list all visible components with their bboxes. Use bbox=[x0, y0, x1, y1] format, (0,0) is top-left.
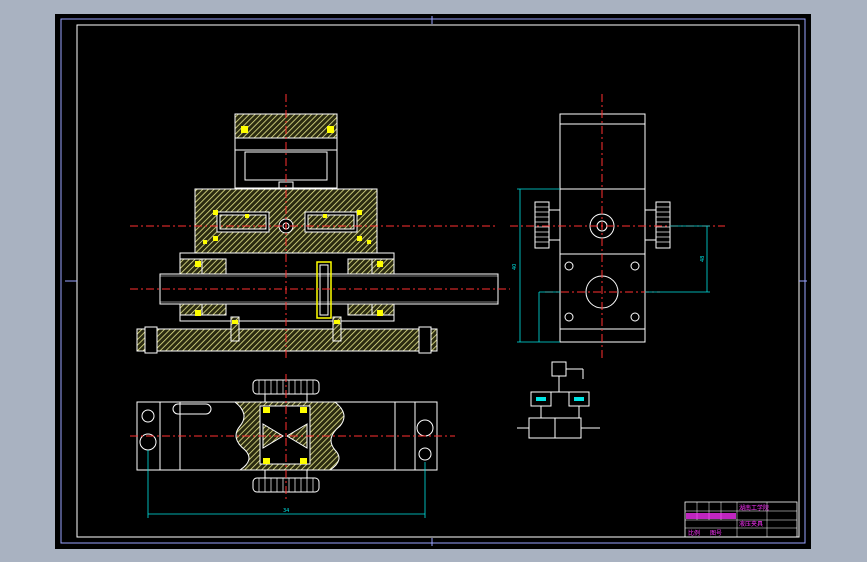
right-knob-stem bbox=[644, 209, 657, 241]
bolt-hole bbox=[564, 261, 574, 271]
left-knurl-knob bbox=[534, 201, 550, 249]
bolt-hole bbox=[630, 261, 640, 271]
seal-mark bbox=[245, 214, 249, 218]
side-dimensions bbox=[517, 188, 710, 343]
seal-mark bbox=[195, 261, 201, 267]
bolt-hole bbox=[564, 312, 574, 322]
right-wedge bbox=[307, 214, 355, 230]
front-view bbox=[130, 94, 510, 359]
title-block-highlight bbox=[686, 513, 736, 519]
title-sheet-label: 图号 bbox=[710, 530, 722, 537]
title-block bbox=[684, 501, 798, 538]
valve-mark bbox=[574, 397, 584, 401]
side-view: 40 48 bbox=[510, 94, 725, 359]
title-drawing-name: 液压夹具 bbox=[739, 520, 763, 528]
dim-side-height: 40 bbox=[512, 264, 518, 270]
top-dimension bbox=[147, 450, 426, 518]
bolt bbox=[332, 316, 342, 342]
hydraulic-symbol bbox=[517, 361, 600, 439]
base-slot-left bbox=[144, 326, 158, 354]
base-slot-right bbox=[418, 326, 432, 354]
seal-mark bbox=[377, 261, 383, 267]
seal-mark bbox=[377, 310, 383, 316]
seal-mark bbox=[241, 126, 248, 133]
seal-mark bbox=[300, 458, 307, 464]
title-scale-label: 比例 bbox=[688, 529, 700, 537]
seal-mark bbox=[300, 407, 307, 413]
seal-mark bbox=[327, 126, 334, 133]
bolt-hole bbox=[630, 312, 640, 322]
seal-mark bbox=[213, 236, 218, 241]
seal-mark bbox=[323, 214, 327, 218]
seal-mark bbox=[357, 236, 362, 241]
right-knurl-knob bbox=[655, 201, 671, 249]
drawing-canvas[interactable]: 40 48 bbox=[55, 14, 811, 549]
top-view: 34 bbox=[130, 374, 455, 518]
key-slot-inner bbox=[319, 264, 329, 316]
drawing-svg: 40 48 bbox=[60, 16, 807, 546]
dim-side-right: 48 bbox=[700, 256, 706, 262]
seal-mark bbox=[357, 210, 362, 215]
seal-mark bbox=[263, 458, 270, 464]
base-plate bbox=[136, 328, 438, 352]
seal-mark bbox=[263, 407, 270, 413]
top-slot bbox=[172, 403, 212, 415]
valve-mark bbox=[536, 397, 546, 401]
top-hole bbox=[141, 409, 155, 423]
dim-top-width: 34 bbox=[283, 508, 289, 514]
seal-mark bbox=[213, 210, 218, 215]
seal-mark bbox=[232, 320, 238, 324]
bolt bbox=[230, 316, 240, 342]
seal-mark bbox=[334, 320, 340, 324]
top-hole bbox=[418, 447, 432, 461]
left-knob-stem bbox=[548, 209, 561, 241]
left-wedge bbox=[219, 214, 267, 230]
seal-mark bbox=[367, 240, 371, 244]
key-slot bbox=[316, 261, 332, 319]
title-company: 湖南工学院 bbox=[739, 504, 769, 512]
seal-mark bbox=[195, 310, 201, 316]
seal-mark bbox=[203, 240, 207, 244]
